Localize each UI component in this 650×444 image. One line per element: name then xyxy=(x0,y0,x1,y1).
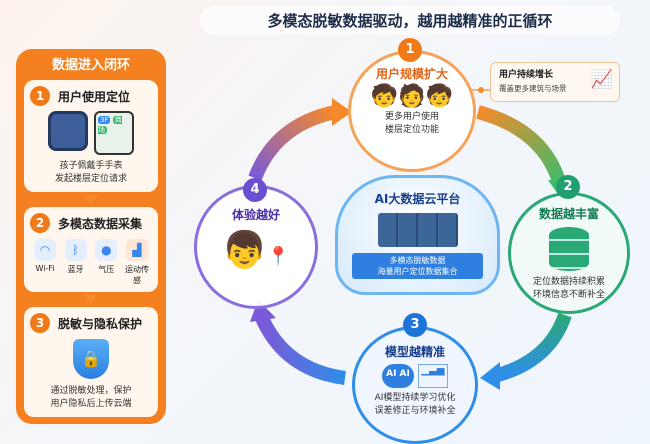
watch-and-map-illustration: 3F 商场 xyxy=(30,111,152,155)
cycle-node-data-rich: 数据越丰富 定位数据持续积累 环境信息不断补全 xyxy=(508,192,630,314)
node-badge: 4 xyxy=(243,178,267,202)
node-title: 数据越丰富 xyxy=(538,207,599,221)
sensor-motion: ▟ 运动传感 xyxy=(122,239,152,286)
node-title: 体验越好 xyxy=(231,208,280,222)
arrowhead-3 xyxy=(480,362,500,390)
brain-ai-icon: AI AI xyxy=(382,364,414,388)
sensor-pressure: ● 气压 xyxy=(91,239,121,286)
node-badge: 1 xyxy=(398,38,422,62)
ai-illustration: AI AI ▁▃▅ xyxy=(355,364,475,388)
node-desc: 楼层定位功能 xyxy=(384,125,439,135)
cloud-title: AI大数据云平台 xyxy=(374,192,461,206)
happy-kid-illustration: 👦📍 xyxy=(222,230,290,271)
step-title: 脱敏与隐私保护 xyxy=(58,316,143,331)
arrow-4-to-1 xyxy=(248,105,337,181)
node-title: 用户规模扩大 xyxy=(375,67,448,81)
chart-panel-icon: ▁▃▅ xyxy=(417,364,448,388)
growth-desc: 覆盖更多建筑与场景 xyxy=(499,84,567,93)
sensor-label: 气压 xyxy=(98,265,115,274)
cycle-node-experience: 体验越好 👦📍 xyxy=(194,185,318,309)
sensor-label: 蓝牙 xyxy=(67,265,84,274)
down-arrow-icon xyxy=(84,195,98,204)
growth-callout: 用户持续增长 覆盖更多建筑与场景 📈 xyxy=(490,62,620,102)
node-badge: 2 xyxy=(556,175,580,199)
arrow-1-to-2 xyxy=(476,105,567,188)
cloud-desc-box: 多模态脱敏数据 海量用户定位数据集合 xyxy=(352,253,483,279)
pressure-icon: ● xyxy=(95,239,118,261)
cloud-platform: AI大数据云平台 多模态脱敏数据 海量用户定位数据集合 xyxy=(335,175,500,295)
down-arrow-icon xyxy=(84,295,98,304)
node-badge: 3 xyxy=(403,313,427,337)
step-number: 3 xyxy=(30,313,50,333)
wifi-icon: ◠ xyxy=(34,239,56,261)
node-desc: 定位数据持续积累 xyxy=(532,277,605,287)
database-icon xyxy=(549,227,589,271)
map-floor-label: 3F xyxy=(98,116,111,124)
step-desc: 发起楼层定位请求 xyxy=(54,174,127,184)
node-desc: 环境信息不断补全 xyxy=(532,290,605,300)
step-number: 1 xyxy=(30,86,50,106)
location-pin-icon: 📍 xyxy=(267,246,290,267)
step-desc: 孩子佩戴手手表 xyxy=(59,161,123,171)
panel-heading: 数据进入闭环 xyxy=(51,58,130,73)
node-title: 模型越精准 xyxy=(384,345,445,359)
cycle-node-model-accuracy: 模型越精准 AI AI ▁▃▅ AI模型持续学习优化 误差修正与环境补全 xyxy=(352,326,478,444)
step-desc: 通过脱敏处理，保护 xyxy=(50,386,132,396)
step-card-2: 2 多模态数据采集 ◠ Wi-Fi ᛒ 蓝牙 ● 气压 ▟ 运动传感 xyxy=(24,207,158,292)
sensor-wifi: ◠ Wi-Fi xyxy=(30,239,60,286)
cloud-desc: 多模态脱敏数据 xyxy=(389,256,446,265)
smartwatch-icon xyxy=(48,111,88,151)
sensor-label: Wi-Fi xyxy=(35,264,55,273)
step-title: 多模态数据采集 xyxy=(58,216,143,231)
kids-illustration: 🧒🧑🧒 xyxy=(370,84,454,109)
step-card-1: 1 用户使用定位 3F 商场 孩子佩戴手手表 发起楼层定位请求 xyxy=(24,80,158,192)
sensor-bluetooth: ᛒ 蓝牙 xyxy=(61,239,91,286)
growth-title: 用户持续增长 xyxy=(499,70,554,80)
step-number: 2 xyxy=(30,213,50,233)
step-card-3: 3 脱敏与隐私保护 🔒 通过脱敏处理，保护 用户隐私后上传云端 xyxy=(24,307,158,417)
cycle-node-user-growth: 用户规模扩大 🧒🧑🧒 更多用户使用 楼层定位功能 xyxy=(348,50,476,172)
node-desc: AI模型持续学习优化 xyxy=(374,393,456,403)
node-desc: 更多用户使用 xyxy=(384,112,439,122)
growth-chart-icon: 📈 xyxy=(590,69,613,90)
shield-lock-icon: 🔒 xyxy=(73,339,109,379)
arrowhead-1 xyxy=(332,98,352,126)
arrow-3-to-4 xyxy=(255,315,347,385)
node-desc: 误差修正与环境补全 xyxy=(374,406,456,416)
phone-map-icon: 3F 商场 xyxy=(94,111,134,155)
step-title: 用户使用定位 xyxy=(58,89,131,104)
step-desc: 用户隐私后上传云端 xyxy=(50,399,132,409)
motion-sensor-icon: ▟ xyxy=(125,239,148,261)
server-rack-icon xyxy=(377,213,458,247)
page-title: 多模态脱敏数据驱动，越用越精准的正循环 xyxy=(200,6,620,35)
cloud-desc: 海量用户定位数据集合 xyxy=(377,267,458,276)
arrow-2-to-3 xyxy=(495,312,572,382)
sensor-label: 运动传感 xyxy=(124,265,149,285)
bluetooth-icon: ᛒ xyxy=(64,239,87,261)
